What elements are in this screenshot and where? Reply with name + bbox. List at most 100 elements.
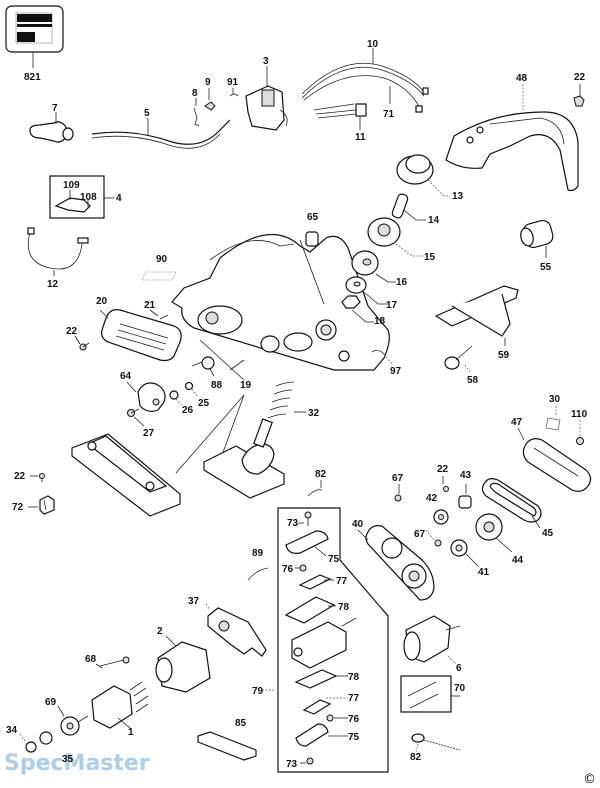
part-78-blade-top[interactable]	[284, 596, 336, 624]
part-82-spring-upper[interactable]	[307, 480, 323, 497]
part-43-bearing[interactable]	[458, 484, 472, 509]
part-34-bearing[interactable]	[19, 733, 37, 753]
part-6-motor-housing[interactable]	[403, 615, 461, 665]
label-76-bottom: 76	[348, 714, 360, 725]
label-22-lower-left: 22	[14, 471, 26, 482]
label-109: 109	[63, 180, 80, 191]
label-75-top: 75	[328, 554, 340, 565]
part-75-clamp-top[interactable]	[285, 530, 329, 557]
part-67-screw-lower[interactable]	[425, 529, 442, 547]
part-main-body-housing[interactable]	[171, 233, 390, 371]
label-22-left: 22	[66, 326, 78, 337]
label-79: 79	[252, 686, 264, 697]
label-8: 8	[192, 88, 198, 99]
label-78-bottom: 78	[348, 672, 360, 683]
part-70-brush-kit[interactable]	[400, 675, 460, 713]
part-16-washer[interactable]	[351, 250, 396, 283]
part-78-blade-bottom[interactable]	[294, 669, 348, 689]
part-12-wire[interactable]	[27, 227, 89, 276]
part-69-fan-bearing[interactable]	[57, 705, 80, 736]
label-13: 13	[452, 191, 464, 202]
part-4-brush-assembly-box[interactable]	[49, 175, 114, 219]
part-44-drive-pulley[interactable]	[475, 513, 513, 553]
part-30-label[interactable]	[545, 406, 561, 431]
part-35-bearing[interactable]	[39, 731, 53, 745]
part-76-screw-bottom[interactable]	[326, 714, 348, 722]
part-26-bushing[interactable]	[169, 390, 183, 406]
part-17-washer[interactable]	[345, 276, 388, 305]
part-10-wire[interactable]	[301, 48, 429, 99]
part-9-screw[interactable]	[204, 88, 216, 111]
part-77-blade-holder-bottom[interactable]	[302, 697, 348, 715]
part-5-power-cable[interactable]	[91, 118, 231, 149]
part-20-cover[interactable]	[99, 309, 182, 362]
part-79-cutter-head-assembly[interactable]	[262, 507, 389, 773]
label-21: 21	[144, 300, 156, 311]
part-41-pulley[interactable]	[450, 539, 479, 567]
label-89: 89	[252, 548, 264, 559]
label-18: 18	[374, 316, 386, 327]
part-90-label[interactable]	[141, 271, 177, 281]
part-22-screw-mid[interactable]	[442, 476, 449, 492]
part-cutter-drum[interactable]	[291, 617, 357, 669]
label-41: 41	[478, 567, 490, 578]
part-2-field-coil[interactable]	[155, 635, 211, 693]
part-71-wire[interactable]	[303, 75, 423, 113]
part-base-shoe-rear[interactable]	[203, 418, 285, 499]
part-77-blade-holder-top[interactable]	[298, 574, 334, 590]
part-89-spring[interactable]	[247, 567, 269, 581]
part-1-armature[interactable]	[77, 681, 149, 729]
part-73-screw-bottom[interactable]	[300, 757, 314, 765]
part-75-clamp-bottom[interactable]	[295, 723, 348, 747]
part-76-screw-top[interactable]	[295, 564, 307, 572]
part-58-knob-screw[interactable]	[444, 345, 473, 373]
part-22-screw-lower-left[interactable]	[30, 473, 45, 483]
part-110-screw[interactable]	[576, 420, 584, 445]
part-82-spring-lower[interactable]	[411, 733, 461, 753]
part-47-belt-cover[interactable]	[517, 427, 592, 492]
part-59-fence-bracket[interactable]	[434, 285, 519, 346]
part-73-screw-top[interactable]	[298, 511, 312, 526]
label-37: 37	[188, 596, 200, 607]
part-97-clip[interactable]	[371, 350, 393, 365]
part-67-screw-upper[interactable]	[394, 484, 402, 502]
part-22-screw-left[interactable]	[74, 335, 90, 351]
label-12: 12	[47, 279, 59, 290]
label-15: 15	[424, 252, 436, 263]
part-72-clip[interactable]	[28, 495, 55, 515]
part-21-pin[interactable]	[149, 309, 169, 320]
part-22-screw-top[interactable]	[573, 84, 585, 107]
part-32-spring[interactable]	[267, 381, 306, 419]
part-64-knob-cap[interactable]	[126, 381, 166, 412]
label-58: 58	[467, 375, 479, 386]
label-97: 97	[390, 366, 402, 377]
part-48-handle-housing[interactable]	[445, 84, 579, 192]
label-7: 7	[52, 103, 58, 114]
part-91-clip[interactable]	[229, 88, 239, 97]
part-8-terminal[interactable]	[193, 98, 200, 127]
part-85-tray[interactable]	[197, 731, 257, 761]
part-65-bushing[interactable]	[305, 231, 319, 247]
label-4: 4	[116, 193, 122, 204]
part-55-adapter[interactable]	[519, 219, 555, 258]
part-42-pulley[interactable]	[433, 509, 449, 525]
part-3-switch[interactable]	[245, 66, 288, 131]
part-18-nut[interactable]	[341, 295, 374, 323]
part-88-knob[interactable]	[191, 356, 215, 377]
part-37-bracket[interactable]	[205, 603, 267, 657]
part-40-belt-housing[interactable]	[357, 525, 435, 601]
part-7-strain-relief[interactable]	[29, 112, 74, 143]
part-15-depth-scale[interactable]	[367, 217, 424, 257]
label-71: 71	[383, 109, 395, 120]
part-19-base-shoes[interactable]	[175, 339, 245, 474]
part-27-screw[interactable]	[127, 408, 145, 427]
part-13-depth-knob[interactable]	[396, 154, 450, 197]
part-14-pin[interactable]	[391, 193, 426, 221]
part-base-shoe-front[interactable]	[71, 433, 181, 517]
part-68-screw[interactable]	[95, 656, 130, 669]
label-19: 19	[240, 380, 252, 391]
part-45-drive-belt[interactable]	[481, 478, 542, 529]
part-25-washer[interactable]	[184, 381, 199, 398]
part-11-connector[interactable]	[313, 103, 367, 130]
part-821-label-card[interactable]	[5, 5, 64, 68]
